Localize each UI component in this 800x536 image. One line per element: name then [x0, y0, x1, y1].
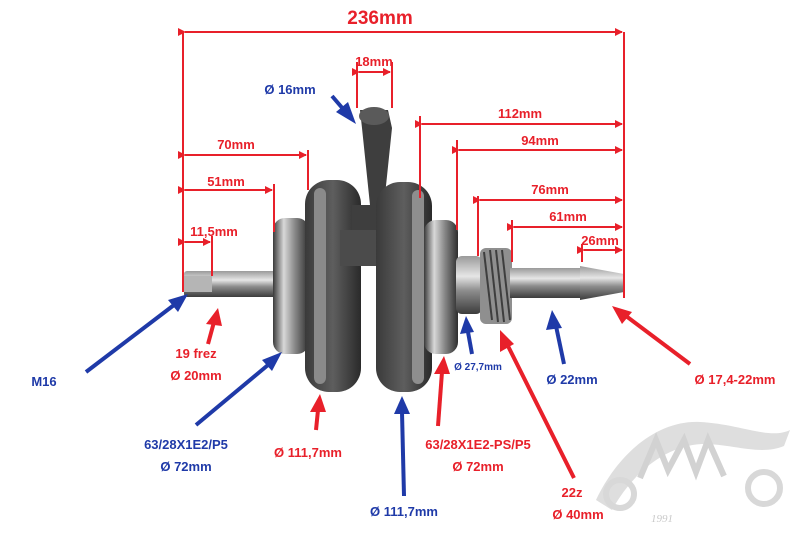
- dim-94: 94mm: [521, 133, 559, 148]
- dim-overall: 236mm: [347, 8, 413, 29]
- taper-end: [580, 266, 624, 300]
- dim-11-5: 11,5mm: [190, 224, 238, 239]
- dimension-labels: 236mm 18mm 112mm 94mm 76mm 61mm 26mm 70m…: [190, 8, 619, 248]
- crankshaft-illustration: [184, 107, 624, 392]
- label-bearing-left-2: Ø 72mm: [160, 459, 211, 474]
- dim-70: 70mm: [217, 137, 255, 152]
- gear-teeth: [483, 249, 511, 323]
- label-rod-pin: Ø 16mm: [264, 82, 315, 97]
- dim-26: 26mm: [581, 233, 619, 248]
- label-spline-2: Ø 20mm: [170, 368, 221, 383]
- seal-collar: [456, 256, 482, 314]
- left-bearing: [273, 218, 309, 354]
- label-bearing-right-1: 63/28X1E2-PS/P5: [425, 437, 531, 452]
- dim-61: 61mm: [549, 209, 587, 224]
- label-bearing-right-2: Ø 72mm: [452, 459, 503, 474]
- left-web-rim: [314, 188, 326, 384]
- output-shaft: [510, 268, 582, 298]
- label-gear-2: Ø 40mm: [552, 507, 603, 522]
- callout-labels: Ø 16mm M16 19 frez Ø 20mm 63/28X1E2/P5 Ø…: [31, 82, 775, 522]
- label-web-left: Ø 111,7mm: [274, 445, 342, 460]
- label-seal-shaft: Ø 27,7mm: [454, 362, 502, 373]
- right-bearing: [424, 220, 458, 354]
- label-bearing-left-1: 63/28X1E2/P5: [144, 437, 228, 452]
- threaded-end: [184, 276, 212, 292]
- dimension-lines: [178, 28, 625, 298]
- dim-112: 112mm: [498, 106, 542, 121]
- watermark-year: 1991: [651, 513, 673, 525]
- dim-76: 76mm: [531, 182, 569, 197]
- label-gear-1: 22z: [562, 485, 583, 500]
- callout-arrows: [84, 94, 692, 497]
- rod-small-end: [359, 107, 389, 125]
- label-thread: M16: [31, 374, 56, 389]
- label-spline-1: 19 frez: [175, 346, 217, 361]
- brand-watermark-logo: 1991: [596, 421, 790, 525]
- right-web-rim: [412, 190, 424, 384]
- label-web-right: Ø 111,7mm: [370, 504, 438, 519]
- label-shaft: Ø 22mm: [546, 372, 597, 387]
- label-taper: Ø 17,4-22mm: [695, 372, 776, 387]
- dim-rod-width: 18mm: [355, 54, 393, 69]
- dim-51: 51mm: [207, 174, 245, 189]
